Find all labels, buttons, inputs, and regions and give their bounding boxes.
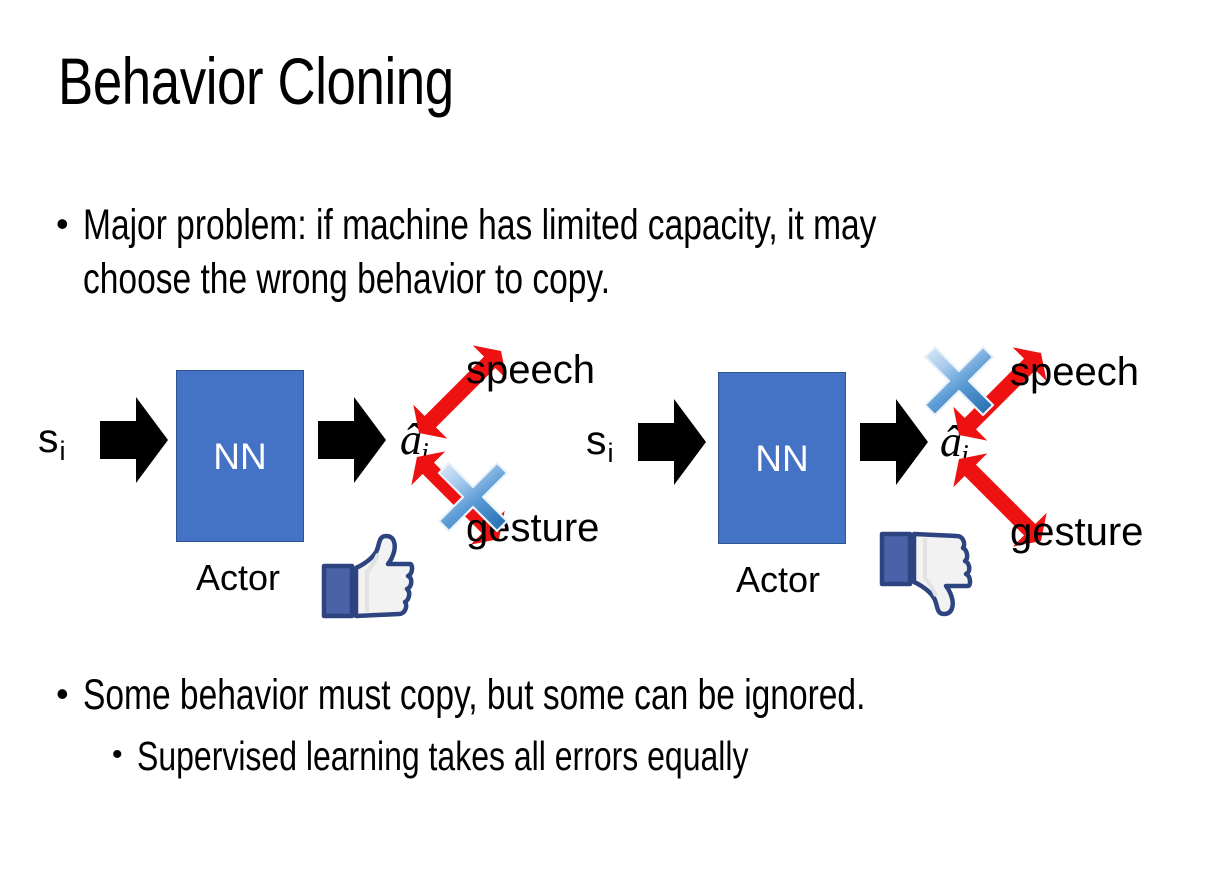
bullet-text-3: Supervised learning takes all errors equ…	[136, 733, 749, 779]
cross-out-speech-icon-right	[922, 344, 996, 418]
bullet-text-1: Major problem: if machine has limited ca…	[82, 201, 877, 303]
speech-arrow-right	[940, 334, 1060, 454]
thumbs-up-icon	[320, 532, 416, 624]
diagram-left: si NN Actor âi sp	[8, 340, 608, 640]
gesture-label-right: gesture	[1010, 510, 1144, 554]
bullet-item-3: • Supervised learning takes all errors e…	[112, 730, 1172, 782]
nn-box-label-right: NN	[755, 437, 809, 479]
cross-out-gesture-icon-left	[436, 460, 510, 534]
state-label-left: si	[38, 415, 66, 467]
diagram-right: si NN Actor âi sp	[562, 340, 1162, 640]
output-arrow-right	[860, 394, 928, 490]
bullet-marker-icon: •	[56, 673, 69, 714]
state-label-right: si	[586, 417, 614, 469]
bullet-item-1: • Major problem: if machine has limited …	[56, 198, 1166, 306]
bullet-marker-icon: •	[56, 203, 69, 244]
thumbs-down-icon	[878, 526, 974, 618]
actor-caption-right: Actor	[736, 559, 821, 600]
gesture-arrow-right	[940, 440, 1060, 560]
action-label-right: âi	[940, 417, 969, 472]
bullet-item-2: • Some behavior must copy, but some can …	[56, 668, 1166, 722]
output-arrow-left	[318, 392, 386, 488]
bullet-text-2: Some behavior must copy, but some can be…	[82, 671, 866, 719]
speech-label-left: speech	[466, 348, 595, 392]
actor-caption-left: Actor	[196, 557, 281, 598]
input-arrow-right	[638, 394, 706, 490]
speech-arrow-left	[400, 332, 520, 452]
gesture-arrow-left	[398, 438, 518, 558]
nn-box-left: NN	[176, 370, 304, 542]
speech-label-right: speech	[1010, 350, 1139, 394]
bullet-marker-icon: •	[112, 738, 123, 771]
input-arrow-left	[100, 392, 168, 488]
action-label-left: âi	[400, 415, 429, 470]
page-title: Behavior Cloning	[58, 44, 454, 118]
nn-box-label-left: NN	[213, 435, 267, 477]
nn-box-right: NN	[718, 372, 846, 544]
